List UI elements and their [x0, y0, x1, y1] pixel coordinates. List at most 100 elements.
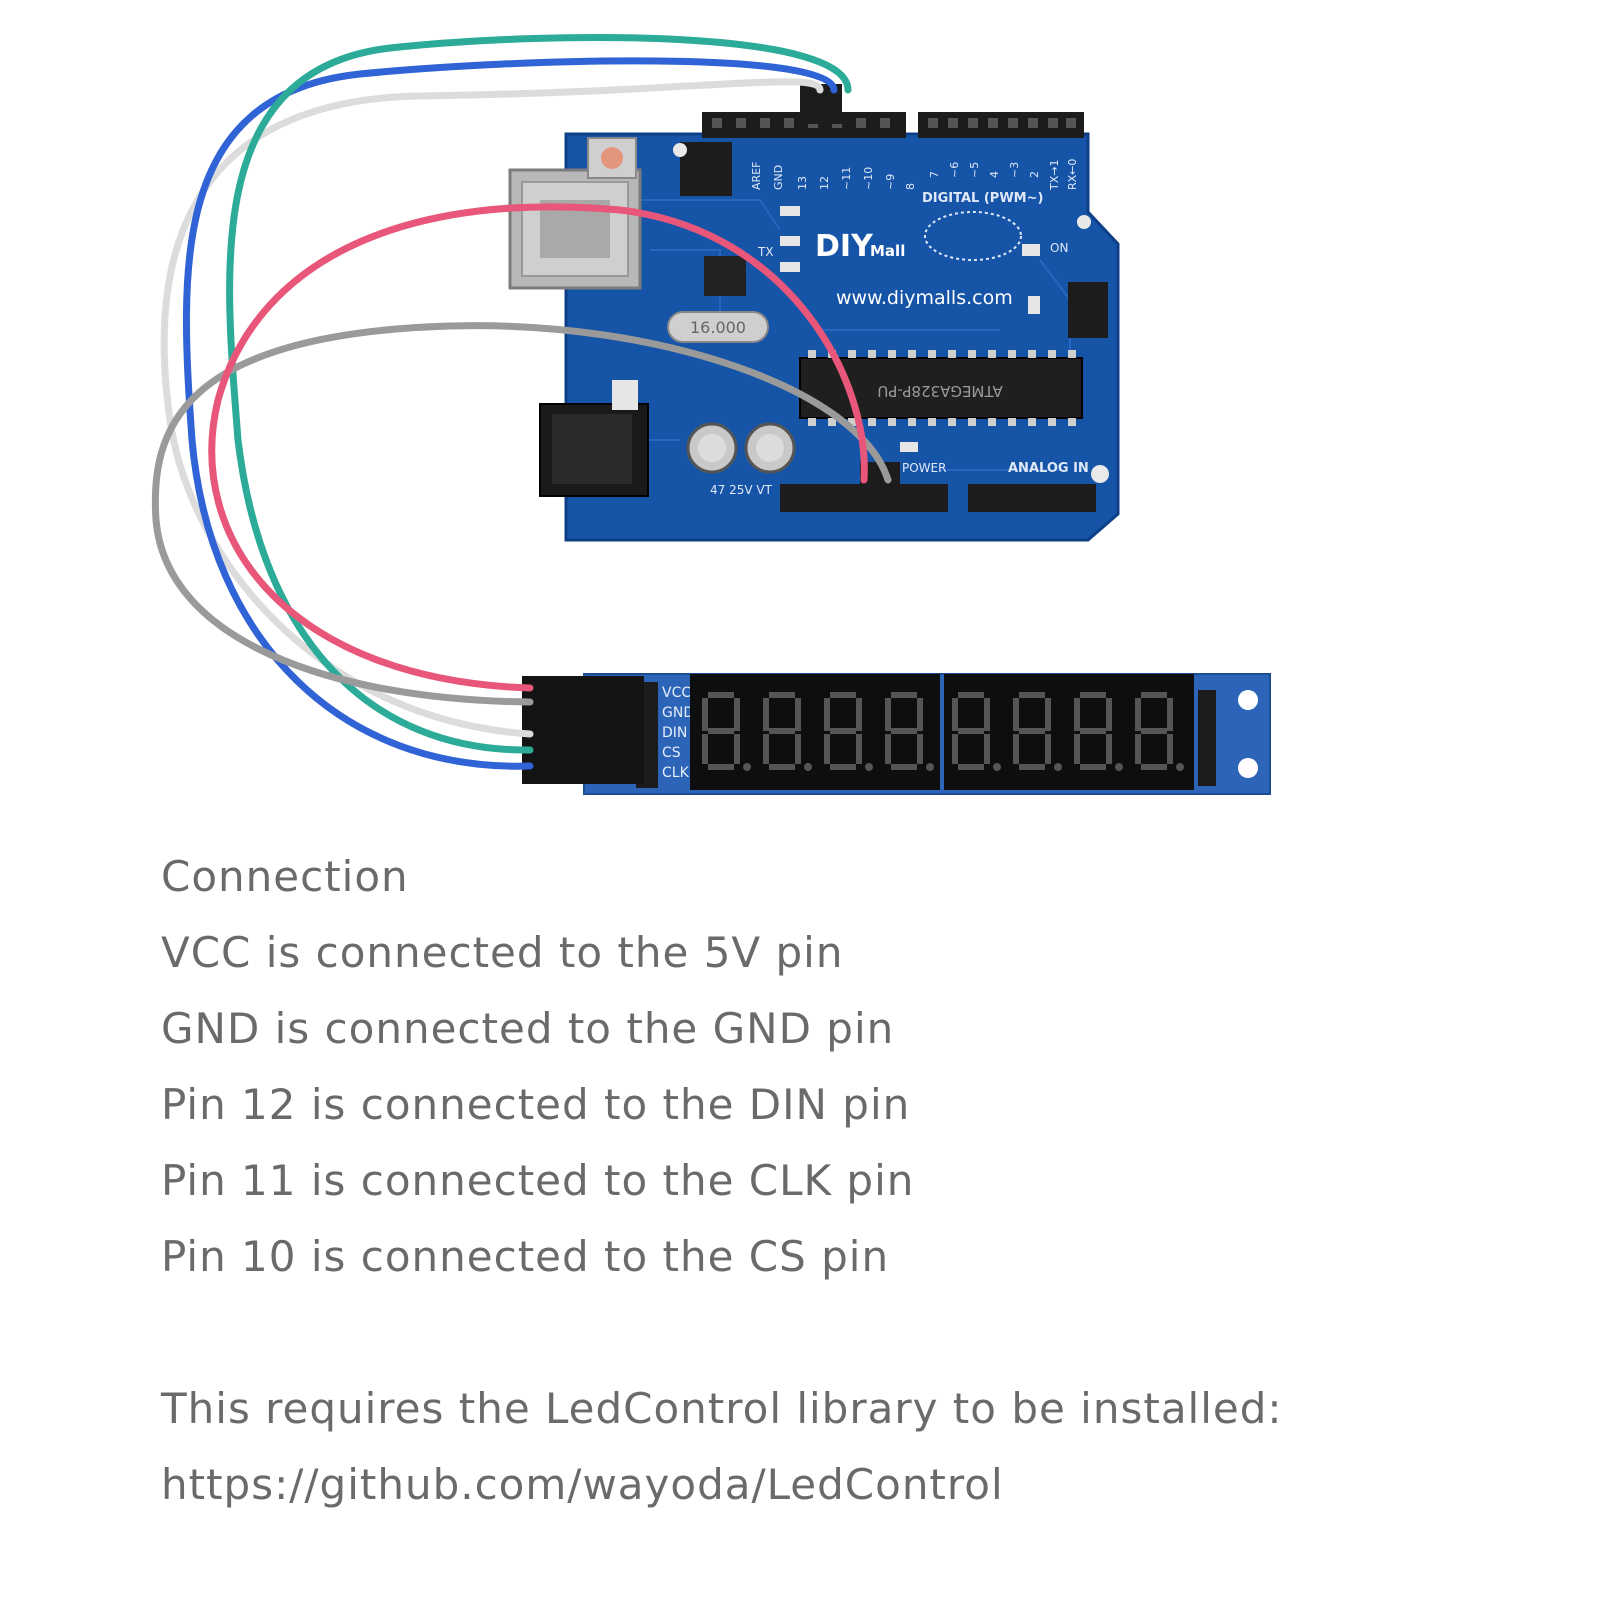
pin-label: ~9 — [884, 174, 897, 190]
on-label: ON — [1050, 241, 1068, 255]
digit-segment — [1045, 734, 1051, 764]
digit-segment — [1141, 764, 1167, 770]
module-pin-label: VCC — [662, 685, 691, 701]
pin-label: 13 — [796, 176, 809, 190]
decimal-point — [865, 763, 873, 771]
digit-segment — [917, 734, 923, 764]
digit-segment — [795, 734, 801, 764]
wire-vcc — [208, 203, 868, 692]
capacitor-label: 47 25V VT — [710, 483, 773, 497]
digit-segment — [824, 698, 830, 731]
crystal-label: 16.000 — [690, 318, 746, 337]
mount-hole-top — [1238, 690, 1258, 710]
wire-cs — [160, 78, 824, 738]
decimal-point — [743, 763, 751, 771]
digit-segment — [734, 698, 740, 731]
digit-segment — [1106, 698, 1112, 731]
pin-label: ~5 — [968, 162, 981, 178]
library-note: This requires the LedControl library to … — [161, 1384, 1283, 1433]
seven-segment-digit — [1074, 692, 1123, 771]
library-url-link[interactable]: https://github.com/wayoda/LedControl — [161, 1460, 1004, 1509]
digit-segment — [1019, 728, 1045, 734]
decimal-point — [1176, 763, 1184, 771]
digit-segment — [1080, 764, 1106, 770]
digit-segment — [885, 734, 891, 764]
digit-segment — [958, 764, 984, 770]
digital-label: DIGITAL (PWM~) — [922, 191, 1043, 206]
connection-line: GND is connected to the GND pin — [161, 1004, 895, 1053]
tx-label: TX — [757, 245, 774, 259]
seven-segment-digit — [824, 692, 873, 771]
pin-label: 2 — [1028, 171, 1041, 178]
digit-segment — [769, 692, 795, 698]
digit-segment — [1080, 728, 1106, 734]
digit-segment — [702, 698, 708, 731]
digit-segment — [1135, 698, 1141, 731]
digit-segment — [830, 692, 856, 698]
digit-segment — [1019, 764, 1045, 770]
digit-segment — [1167, 698, 1173, 731]
digit-segment — [891, 692, 917, 698]
digit-segment — [1074, 698, 1080, 731]
seven-segment-digit — [1135, 692, 1184, 771]
pin-label: ~6 — [948, 162, 961, 178]
digit-segment — [917, 698, 923, 731]
module-pin-label: CS — [662, 745, 681, 761]
decimal-point — [926, 763, 934, 771]
analog-label: ANALOG IN — [1008, 461, 1089, 476]
digit-segment — [702, 734, 708, 764]
digit-segment — [769, 764, 795, 770]
digit-segment — [984, 698, 990, 731]
capacitor-2 — [744, 422, 796, 474]
digit-segment — [856, 698, 862, 731]
digit-segment — [1080, 692, 1106, 698]
digit-segment — [885, 698, 891, 731]
decimal-point — [1115, 763, 1123, 771]
mount-hole-bottom — [1238, 758, 1258, 778]
digit-segment — [1135, 734, 1141, 764]
pin-label: 4 — [988, 171, 1001, 178]
chip-label: ATMEGA328P-PU — [877, 382, 1002, 400]
digit-segment — [984, 734, 990, 764]
wire-din — [226, 34, 852, 754]
pin-label: RX←0 — [1066, 159, 1079, 190]
brand-suffix: Mall — [870, 242, 905, 260]
digital-header-right — [918, 112, 1084, 138]
connection-heading: Connection — [161, 852, 409, 901]
digit-segment — [763, 698, 769, 731]
seven-segment-digit — [702, 692, 751, 771]
digit-segment — [958, 728, 984, 734]
pin-label: AREF — [750, 162, 763, 190]
wiring-diagram-photo: 16.000 ATMEGA328P-PU 47 25V VT — [151, 34, 1271, 795]
module-pin-label: CLK — [662, 765, 690, 781]
module-pin-label: DIN — [662, 725, 687, 741]
digit-segment — [769, 728, 795, 734]
digit-segment — [1106, 734, 1112, 764]
digit-segment — [952, 734, 958, 764]
pin-labels: AREF GND 13 12 ~11 ~10 ~9 8 7 ~6 ~5 4 ~3… — [750, 159, 1079, 191]
digit-segment — [891, 764, 917, 770]
jumper-wires — [151, 34, 892, 770]
digit-segment — [708, 728, 734, 734]
digit-segment — [856, 734, 862, 764]
capacitor-1 — [686, 422, 738, 474]
digit-segment — [1074, 734, 1080, 764]
decimal-point — [993, 763, 1001, 771]
digit-segment — [824, 734, 830, 764]
crystal — [667, 311, 769, 343]
module-pin-label: GND — [662, 705, 694, 721]
output-header — [1198, 690, 1216, 786]
pin-label: TX→1 — [1048, 160, 1061, 191]
digit-segment — [958, 692, 984, 698]
wire-gnd — [151, 322, 892, 706]
digit-segment — [1019, 692, 1045, 698]
digit-segment — [952, 698, 958, 731]
digit-segment — [795, 698, 801, 731]
connection-line: Pin 12 is connected to the DIN pin — [161, 1080, 911, 1129]
seven-segment-digit — [952, 692, 1001, 771]
digit-segment — [830, 728, 856, 734]
seven-segment-digit — [885, 692, 934, 771]
wire-clk — [182, 57, 838, 770]
connection-line: VCC is connected to the 5V pin — [161, 928, 844, 977]
